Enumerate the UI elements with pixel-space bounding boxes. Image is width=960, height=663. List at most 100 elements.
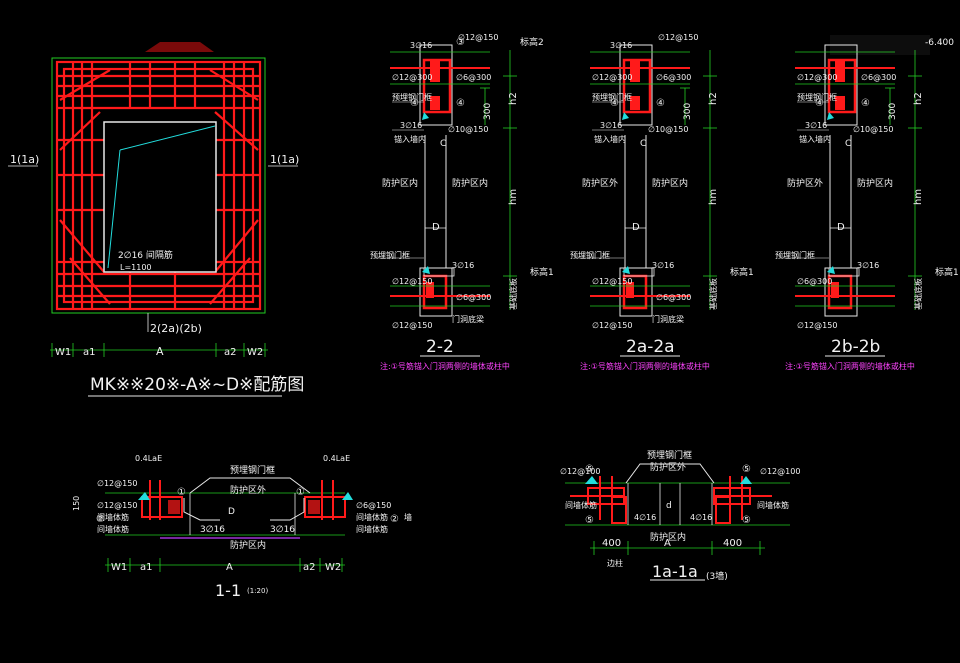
stirrup-mid: ∅12@300 [392, 73, 432, 82]
mark-5d: ⑤ [742, 515, 751, 526]
mark-4: ④ [410, 98, 419, 109]
dim-300: 300 [888, 103, 898, 120]
rebar-length: L=1100 [120, 263, 152, 272]
mark-c: C [845, 139, 851, 149]
frame-label: 预埋钢门框 [392, 92, 432, 102]
mark-4b: ④ [456, 98, 465, 109]
thickness: D [632, 222, 640, 233]
bar-mid: 4∅16 [634, 513, 656, 522]
dim-a1: a1 [140, 562, 153, 573]
mark-5c: ⑤ [585, 515, 594, 526]
dim-w1: W1 [111, 562, 127, 573]
plan-1-1: 0.4LaE 0.4LaE ∅12@150 ∅12@150 间墙体筋 间墙体筋 … [72, 454, 412, 600]
dim-w2: W2 [325, 562, 341, 573]
left-mark-label: 1(1a) [10, 153, 39, 166]
section-3: -6.400∅12@300∅6@300预埋钢门框锚入墙内3∅16∅10@150防… [775, 38, 959, 371]
dim-a2: a2 [303, 562, 316, 573]
mark-5b: ⑤ [742, 464, 751, 475]
mark-c: C [440, 139, 446, 149]
frame-label: 预埋钢门框 [797, 92, 837, 102]
top-spacing: ∅12@150 [458, 33, 498, 42]
dim-150: 150 [72, 496, 81, 511]
mid-spacing: ∅10@150 [853, 125, 893, 134]
bar-left-2: ∅12@150 [97, 501, 137, 510]
stirrup-mid: ∅12@300 [592, 73, 632, 82]
top-bar-label: 3∅16 [610, 41, 632, 50]
section-title: 2-2 [426, 337, 454, 357]
thickness-d: D [228, 507, 235, 517]
dim-300: 300 [483, 103, 493, 120]
dim-300: 300 [683, 103, 693, 120]
frame-label: 预埋钢门框 [647, 449, 692, 461]
plan-1a-scale: (3墙) [706, 570, 728, 582]
mark-3: ③ [456, 37, 465, 48]
bottom-frame: 预埋钢门框 [570, 250, 610, 260]
mark-2-left: ② [96, 514, 105, 525]
bottom-bar: 3∅16 [652, 261, 674, 270]
bottom-stirrup: ∅6@300 [656, 293, 691, 302]
left-note: 间墙体筋 [565, 500, 597, 510]
zone-left: 防护区外 [582, 177, 618, 189]
thickness-d: d [666, 501, 672, 511]
hm-label: hm [913, 189, 924, 205]
note-left-2: 间墙体筋 [97, 524, 129, 534]
mark-4: ④ [610, 98, 619, 109]
mid-bar: 3∅16 [805, 121, 827, 130]
stirrup-top: ∅6@300 [861, 73, 896, 82]
top-spacing: ∅12@150 [658, 33, 698, 42]
rebar-grid [55, 60, 262, 311]
door-opening [103, 121, 217, 273]
mark-2-right: ② [390, 514, 399, 525]
mark-5a: ⑤ [585, 464, 594, 475]
mark-1-right: ① [296, 487, 305, 498]
section-title: 2b-2b [831, 337, 880, 357]
thickness: D [837, 222, 845, 233]
dim-a1: a1 [83, 347, 96, 358]
frame-label: 预埋钢门框 [230, 464, 275, 476]
rebar-note: 2∅16 间隔筋 [118, 249, 173, 261]
mark-c: C [640, 139, 646, 149]
dim-a: A [156, 345, 164, 358]
right-stirrup: ∅6@150 [356, 501, 391, 510]
wall-outline [51, 57, 266, 314]
bottom-spacing-2: ∅12@150 [592, 321, 632, 330]
bar-right: ∅12@100 [760, 467, 800, 476]
thickness: D [432, 222, 440, 233]
stirrup-top: ∅6@300 [656, 73, 691, 82]
zone-top: 防护区外 [230, 484, 266, 496]
section-note: 注:①号筋锚入门洞两侧的墙体或柱中 [580, 361, 710, 371]
bottom-spacing: ∅12@150 [592, 277, 632, 286]
mark-1-left: ① [177, 487, 186, 498]
plan-1a-title: 1a-1a [652, 562, 698, 581]
h2-label: h2 [913, 92, 924, 105]
hm-label: hm [508, 189, 519, 205]
mid-bar: 3∅16 [400, 121, 422, 130]
bottom-level: 标高1 [530, 266, 554, 278]
section-2: 3∅16∅12@150∅12@300∅6@300预埋钢门框锚入墙内3∅16∅10… [570, 33, 754, 371]
bottom-level: 标高1 [730, 266, 754, 278]
bottom-spacing-2: ∅12@150 [797, 321, 837, 330]
bar-l: 3∅16 [200, 525, 225, 535]
mark-4b: ④ [656, 98, 665, 109]
bottom-note: 门洞底梁 [652, 314, 684, 324]
bottom-spacing: ∅12@150 [392, 277, 432, 286]
top-level: -6.400 [925, 38, 954, 48]
plan-1-1-scale: (1:20) [247, 587, 268, 595]
dim-04-left: 0.4LaE [135, 454, 162, 463]
bottom-stirrup: ∅6@300 [456, 293, 491, 302]
lintel-cap [145, 42, 214, 52]
top-level: 标高2 [520, 36, 544, 48]
stirrup-top: ∅6@300 [456, 73, 491, 82]
mid-spacing: ∅10@150 [448, 125, 488, 134]
stirrup-mid: ∅12@300 [797, 73, 837, 82]
right-mark-label: 1(1a) [270, 153, 299, 166]
section-note: 注:①号筋锚入门洞两侧的墙体或柱中 [380, 361, 510, 371]
dim-04-right: 0.4LaE [323, 454, 350, 463]
section-note: 注:①号筋锚入门洞两侧的墙体或柱中 [785, 361, 915, 371]
h2-label: h2 [708, 92, 719, 105]
dim-a2: a2 [224, 347, 237, 358]
zone-right: 防护区内 [452, 177, 488, 189]
plan-1-1-title: 1-1 [215, 581, 241, 600]
mark-4b: ④ [861, 98, 870, 109]
